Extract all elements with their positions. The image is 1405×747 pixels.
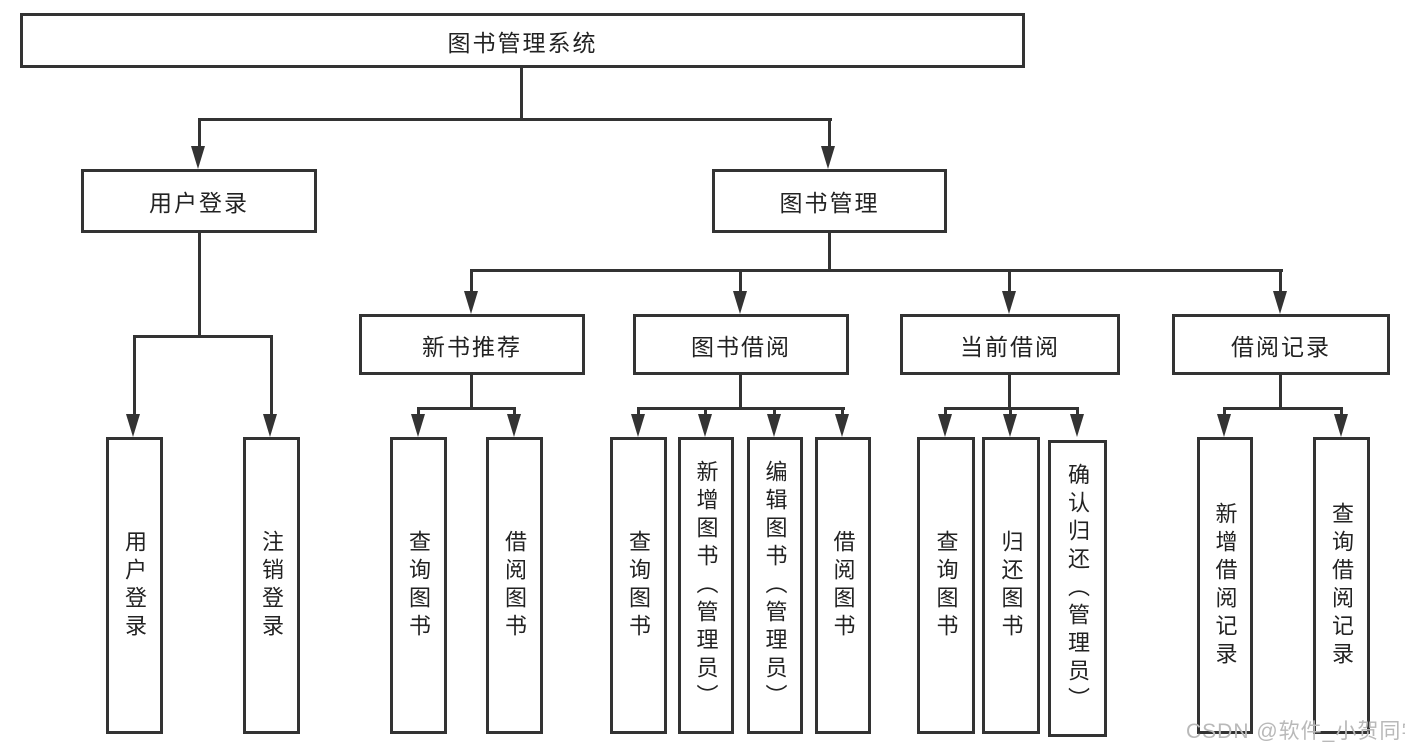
arrow-down-icon	[1003, 414, 1017, 437]
connector-line	[1223, 407, 1343, 410]
node-label: 图书管理系统	[447, 29, 598, 56]
connector-line	[944, 407, 1079, 410]
connector-line	[417, 410, 420, 416]
node-label: 借阅图书	[830, 529, 856, 642]
node-label: 编辑图书（管理员）	[762, 459, 788, 712]
arrow-down-icon	[1273, 291, 1287, 314]
node-user-login: 用户登录	[81, 169, 317, 233]
connector-line	[1279, 272, 1282, 292]
arrow-down-icon	[631, 414, 645, 437]
node-label: 图书管理	[779, 190, 880, 216]
arrow-down-icon	[1334, 414, 1348, 437]
node-label: 查询图书	[626, 529, 652, 642]
arrow-down-icon	[1070, 414, 1084, 437]
connector-line	[828, 121, 831, 148]
connector-line	[513, 410, 516, 416]
connector-line	[470, 269, 1283, 272]
connector-line	[198, 118, 832, 121]
node-label: 用户登录	[149, 190, 249, 216]
arrow-down-icon	[1002, 291, 1016, 314]
node-label: 图书借阅	[691, 333, 791, 360]
connector-line	[1008, 375, 1011, 409]
connector-line	[133, 335, 273, 338]
connector-line	[133, 338, 136, 415]
node-label: 归还图书	[998, 529, 1024, 642]
leaf-br-add-borrow-record: 新增借阅记录	[1197, 437, 1253, 734]
leaf-nb-borrow-books: 借阅图书	[486, 437, 543, 734]
node-label: 当前借阅	[960, 333, 1060, 360]
connector-line	[637, 410, 640, 416]
node-borrowing-records: 借阅记录	[1172, 314, 1390, 375]
arrow-down-icon	[1217, 414, 1231, 437]
node-book-management: 图书管理	[712, 169, 947, 233]
node-current-borrowing: 当前借阅	[900, 314, 1120, 375]
node-label: 新书推荐	[422, 333, 522, 360]
node-label: 用户登录	[122, 529, 148, 642]
connector-line	[1340, 410, 1343, 416]
node-library-management-system: 图书管理系统	[20, 13, 1025, 68]
arrow-down-icon	[126, 414, 140, 437]
node-label: 借阅图书	[502, 529, 528, 642]
connector-line	[1223, 410, 1226, 416]
connector-line	[470, 375, 473, 409]
leaf-bb-edit-books-admin: 编辑图书（管理员）	[747, 437, 803, 734]
arrow-down-icon	[835, 414, 849, 437]
leaf-cb-query-books: 查询图书	[917, 437, 975, 734]
connector-line	[1009, 410, 1012, 416]
connector-line	[270, 338, 273, 415]
node-label: 查询图书	[406, 529, 432, 642]
arrow-down-icon	[767, 414, 781, 437]
connector-line	[828, 233, 831, 271]
connector-line	[739, 272, 742, 292]
connector-line	[739, 375, 742, 409]
connector-line	[1076, 410, 1079, 416]
node-label: 查询借阅记录	[1329, 501, 1355, 670]
arrow-down-icon	[263, 414, 277, 437]
leaf-bb-query-books: 查询图书	[610, 437, 667, 734]
leaf-br-query-borrow-record: 查询借阅记录	[1313, 437, 1370, 734]
leaf-cb-return-books: 归还图书	[982, 437, 1040, 734]
connector-line	[198, 233, 201, 337]
connector-line	[773, 410, 776, 416]
node-label: 确认归还（管理员）	[1065, 462, 1091, 715]
connector-line	[944, 410, 947, 416]
node-new-book-recommend: 新书推荐	[359, 314, 585, 375]
connector-line	[637, 407, 845, 410]
node-label: 借阅记录	[1231, 333, 1331, 360]
connector-line	[1008, 272, 1011, 292]
arrow-down-icon	[698, 414, 712, 437]
leaf-user-login: 用户登录	[106, 437, 163, 734]
connector-line	[417, 407, 516, 410]
node-book-borrowing: 图书借阅	[633, 314, 849, 375]
connector-line	[520, 68, 523, 120]
arrow-down-icon	[191, 146, 205, 169]
node-label: 查询图书	[933, 529, 959, 642]
arrow-down-icon	[411, 414, 425, 437]
connector-line	[198, 121, 201, 148]
node-label: 新增借阅记录	[1212, 501, 1238, 670]
leaf-bb-borrow-books: 借阅图书	[815, 437, 871, 734]
connector-line	[1279, 375, 1282, 409]
leaf-bb-add-books-admin: 新增图书（管理员）	[678, 437, 734, 734]
arrow-down-icon	[464, 291, 478, 314]
node-label: 注销登录	[259, 529, 285, 642]
watermark: CSDN @软件_小贺同学	[1186, 720, 1405, 743]
leaf-logout: 注销登录	[243, 437, 300, 734]
arrow-down-icon	[821, 146, 835, 169]
connector-line	[841, 410, 844, 416]
arrow-down-icon	[938, 414, 952, 437]
connector-line	[704, 410, 707, 416]
leaf-nb-query-books: 查询图书	[390, 437, 447, 734]
arrow-down-icon	[733, 291, 747, 314]
arrow-down-icon	[507, 414, 521, 437]
connector-line	[470, 272, 473, 292]
leaf-cb-confirm-return-admin: 确认归还（管理员）	[1048, 440, 1107, 737]
node-label: 新增图书（管理员）	[693, 459, 719, 712]
